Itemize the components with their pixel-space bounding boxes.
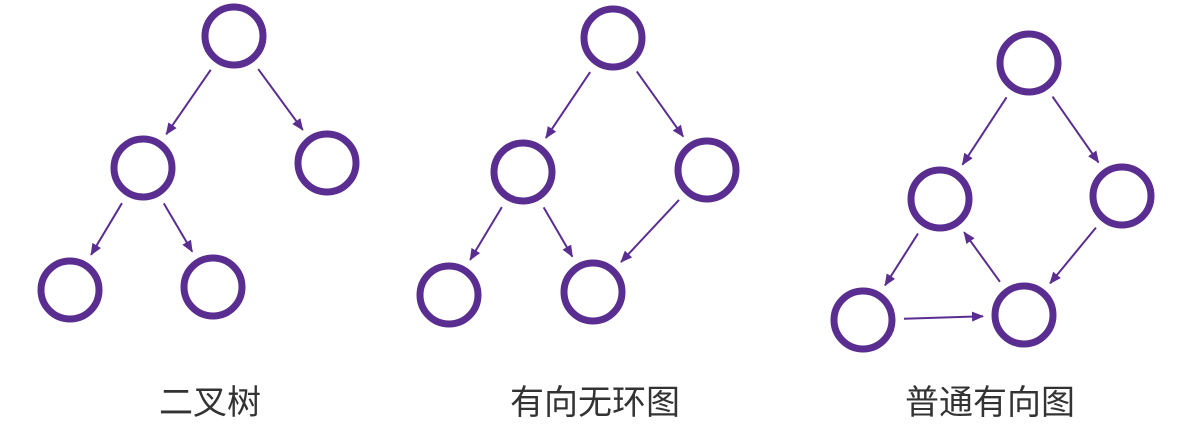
binary-tree-node-left-left (37, 257, 103, 323)
dag-node-root (580, 5, 646, 71)
digraph-edge-right-to-bottom-right (1049, 227, 1097, 285)
dag-edge-right-to-bottom-right (620, 199, 680, 263)
binary-tree-node-left (110, 135, 176, 201)
digraph-edge-root-to-left (961, 96, 1008, 166)
binary-tree-node-left-right (180, 254, 246, 320)
edges-layer (90, 68, 1100, 322)
digraph-caption: 普通有向图 (905, 383, 1075, 423)
binary-tree-edge-root-to-left (165, 69, 212, 136)
binary-tree-caption: 二叉树 (159, 383, 261, 423)
digraph-node-bottom-left (830, 287, 896, 353)
dag-edge-left-to-bottom-right (542, 206, 574, 258)
binary-tree-edge-root-to-right (257, 68, 304, 131)
digraph-node-root (996, 30, 1062, 96)
binary-tree-node-root (201, 3, 267, 69)
dag-node-right (674, 137, 740, 203)
digraph-edge-bottom-right-to-left (963, 231, 1001, 283)
dag-node-bottom-left (416, 262, 482, 328)
dag-node-left (490, 139, 556, 205)
binary-tree-node-right (294, 130, 360, 196)
digraph-edge-left-to-bottom-left (884, 233, 919, 287)
binary-tree-edge-left-to-left-left (90, 202, 123, 256)
binary-tree-edge-left-to-left-right (162, 202, 194, 253)
dag-node-bottom-right (560, 259, 626, 325)
dag-caption: 有向无环图 (510, 383, 680, 423)
digraph-node-left (907, 166, 973, 232)
dag-edge-root-to-left (545, 71, 591, 139)
digraph-edge-root-to-right (1051, 96, 1100, 164)
digraph-edge-bottom-left-to-bottom-right (903, 311, 985, 322)
dag-edge-root-to-right (635, 70, 685, 138)
digraph-node-right (1089, 163, 1155, 229)
digraph-node-bottom-right (991, 282, 1057, 348)
nodes-layer (37, 3, 1155, 353)
dag-edge-left-to-bottom-left (469, 206, 503, 261)
